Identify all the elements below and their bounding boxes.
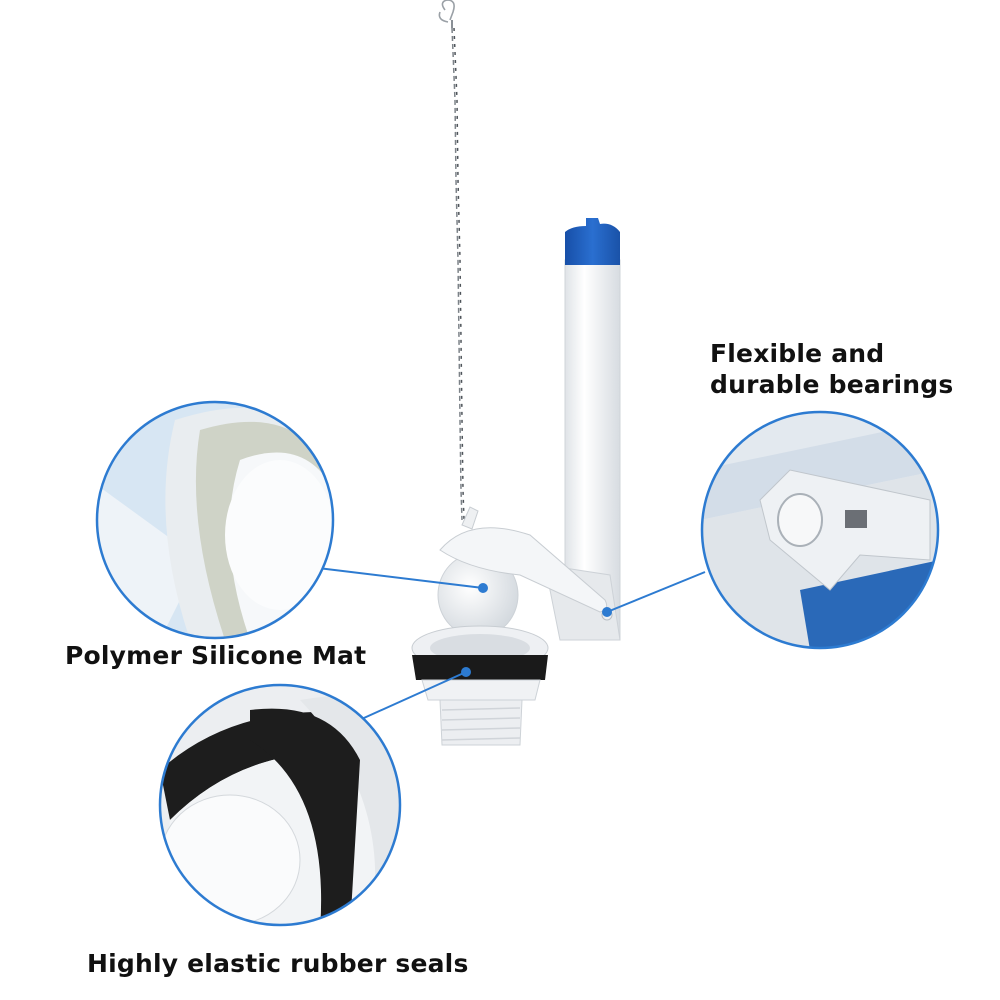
- label-line: durable bearings: [710, 370, 954, 399]
- callout-circle-silicone: [95, 400, 335, 640]
- callout-lines: [317, 567, 706, 723]
- callout-label-silicone: Polymer Silicone Mat: [65, 641, 367, 670]
- callout-circle-rubber: [158, 683, 402, 927]
- flush-valve-body: [411, 506, 621, 746]
- callout-label-bearings: Flexible and durable bearings: [710, 338, 953, 400]
- callout-circle-bearings: [700, 410, 940, 650]
- rubber-seal-ring: [412, 655, 548, 680]
- chain: [438, 0, 465, 521]
- tube-cap: [565, 218, 620, 265]
- label-line: Flexible and: [710, 339, 885, 368]
- callout-label-rubber: Highly elastic rubber seals: [87, 949, 469, 978]
